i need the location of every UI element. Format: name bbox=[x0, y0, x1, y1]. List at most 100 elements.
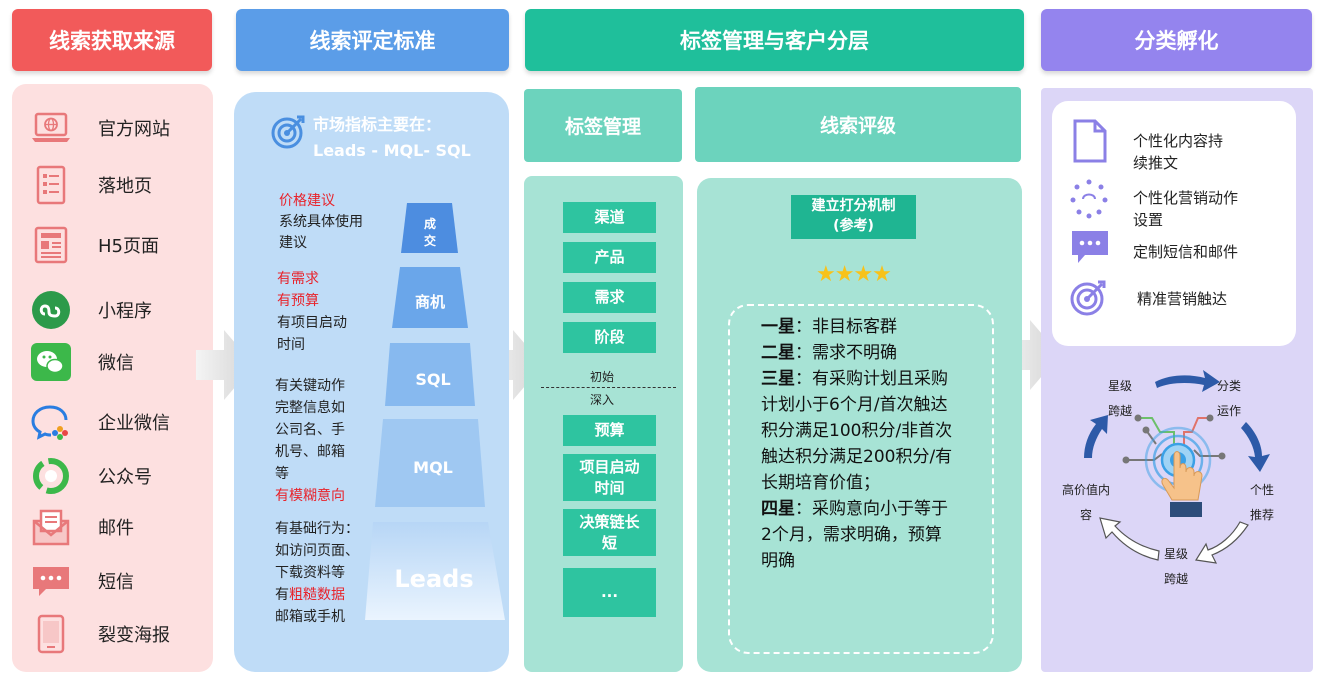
source-label: 小程序 bbox=[98, 301, 152, 322]
cycle-label: 分类 bbox=[1217, 379, 1242, 393]
funnel-label: Leads bbox=[394, 565, 474, 593]
cycle-arrow-icon bbox=[1155, 370, 1220, 392]
funnel-sql bbox=[385, 343, 475, 406]
tag-item: 项目启动 时间 bbox=[563, 454, 656, 501]
criteria-price-advice: 价格建议 bbox=[279, 193, 335, 209]
funnel-label: MQL bbox=[413, 457, 453, 477]
rating-detail-text: 一星：非目标客群 二星：需求不明确 三星：有采购计划且采购 计划小于6个月/首次… bbox=[761, 314, 952, 574]
star-level-key: 一星 bbox=[761, 317, 795, 337]
cycle-icon bbox=[1070, 179, 1108, 219]
source-label: 裂变海报 bbox=[98, 625, 170, 646]
target-icon bbox=[271, 115, 305, 149]
criteria-text: 如访问页面、 bbox=[275, 543, 359, 559]
cycle-arrow-icon bbox=[1195, 521, 1249, 564]
header-lead-criteria: 线索评定标准 bbox=[236, 9, 509, 71]
criteria-text: 系统具体使用 bbox=[279, 214, 363, 230]
criteria-text: 有项目启动 bbox=[277, 315, 347, 331]
cycle-label: 跨越 bbox=[1164, 572, 1189, 586]
funnel-deal bbox=[401, 203, 458, 253]
tag-item: 预算 bbox=[563, 415, 656, 446]
star-level-key: 二星 bbox=[761, 343, 795, 363]
criteria-has-demand: 有需求 bbox=[277, 271, 319, 287]
laptop-globe-icon bbox=[30, 108, 72, 148]
star-level-desc: 长期培育价值； bbox=[761, 473, 880, 493]
cycle-label: 跨越 bbox=[1108, 404, 1133, 418]
funnel-leads bbox=[365, 522, 505, 620]
tag-item: ... bbox=[563, 568, 656, 617]
source-wecom: 企业微信 bbox=[30, 402, 170, 442]
source-label: 微信 bbox=[98, 353, 134, 374]
cycle-arrow-icon bbox=[1241, 422, 1270, 472]
tag-item: 决策链长 短 bbox=[563, 509, 656, 556]
rating-detail-box bbox=[728, 304, 994, 654]
tags-divider-line bbox=[541, 387, 676, 388]
criteria-text: 建议 bbox=[279, 235, 307, 251]
criteria-text: 时间 bbox=[277, 337, 305, 353]
arrow-right-icon bbox=[485, 330, 543, 400]
tag-item: 需求 bbox=[563, 282, 656, 313]
funnel-label: 成 bbox=[423, 216, 436, 231]
tag-item: 产品 bbox=[563, 242, 656, 273]
wechat-icon bbox=[30, 342, 72, 382]
nurture-item-label: 定制短信和邮件 bbox=[1133, 243, 1239, 261]
star-level-key: 四星 bbox=[761, 499, 795, 519]
source-label: H5页面 bbox=[98, 236, 159, 257]
criteria-text: 有 bbox=[275, 587, 289, 603]
header-lead-sources: 线索获取来源 bbox=[12, 9, 212, 71]
star-level-desc: 积分满足100积分/非首次 bbox=[761, 421, 953, 441]
tags-divider-deep: 深入 bbox=[590, 393, 615, 407]
funnel-opportunity bbox=[392, 267, 468, 328]
document-icon bbox=[1073, 119, 1107, 163]
source-label: 短信 bbox=[98, 572, 134, 593]
star-level-desc: ：非目标客群 bbox=[795, 317, 897, 337]
header-tag-management: 标签管理与客户分层 bbox=[525, 9, 1024, 71]
source-mail: 邮件 bbox=[30, 507, 134, 547]
rating-mechanism-box: 建立打分机制 (参考) bbox=[791, 195, 916, 239]
cycle-label: 个性 bbox=[1250, 483, 1275, 497]
nurture-item-label: 个性化营销动作 bbox=[1133, 189, 1239, 207]
criteria-text: 等 bbox=[275, 466, 289, 482]
chat-bubble-icon bbox=[1072, 231, 1108, 263]
funnel-label: SQL bbox=[415, 369, 451, 389]
cycle-arrow-icon bbox=[1084, 415, 1108, 458]
source-label: 公众号 bbox=[98, 467, 152, 488]
rating-title: 线索评级 bbox=[695, 87, 1021, 162]
criteria-text: 公司名、手 bbox=[275, 422, 345, 438]
source-label: 邮件 bbox=[98, 518, 134, 539]
arrow-right-icon bbox=[196, 330, 254, 400]
header-nurture: 分类孵化 bbox=[1041, 9, 1312, 71]
wecom-icon bbox=[30, 402, 72, 442]
criteria-title-2: Leads - MQL- SQL bbox=[313, 141, 471, 160]
cycle-label: 高价值内 bbox=[1062, 483, 1111, 497]
cycle-label: 运作 bbox=[1217, 404, 1242, 418]
star-level-desc: ：有采购计划且采购 bbox=[795, 369, 948, 389]
sms-icon bbox=[30, 561, 72, 601]
funnel-graphic bbox=[365, 203, 505, 620]
criteria-has-budget: 有预算 bbox=[277, 293, 319, 309]
criteria-vague-intent: 有模糊意向 bbox=[275, 488, 345, 504]
source-wechat: 微信 bbox=[30, 342, 134, 382]
tags-title: 标签管理 bbox=[524, 89, 682, 162]
cycle-arrow-icon bbox=[1099, 517, 1160, 561]
funnel-label: 交 bbox=[423, 233, 436, 248]
criteria-text: 有关键动作 bbox=[275, 378, 345, 394]
star-level-desc: ：采购意向小于等于 bbox=[795, 499, 948, 519]
source-poster: 裂变海报 bbox=[30, 614, 170, 654]
nurture-item-label: 设置 bbox=[1133, 211, 1164, 229]
star-level-desc: 明确 bbox=[761, 551, 795, 571]
criteria-text: 完整信息如 bbox=[275, 400, 345, 416]
mini-program-icon bbox=[30, 290, 72, 330]
official-account-icon bbox=[30, 456, 72, 496]
source-sms: 短信 bbox=[30, 561, 134, 601]
star-level-desc: 触达积分满足200积分/有 bbox=[761, 447, 953, 467]
poster-icon bbox=[30, 614, 72, 654]
rating-mechanism-line1: 建立打分机制 bbox=[811, 198, 896, 214]
cycle-label: 容 bbox=[1080, 508, 1093, 522]
source-label: 官方网站 bbox=[98, 119, 170, 140]
funnel-label: 商机 bbox=[414, 292, 445, 311]
mail-icon bbox=[30, 507, 72, 547]
target-icon bbox=[1070, 280, 1106, 316]
newspaper-icon bbox=[30, 225, 72, 265]
criteria-text: 机号、邮箱 bbox=[275, 444, 345, 460]
tag-item: 渠道 bbox=[563, 202, 656, 233]
